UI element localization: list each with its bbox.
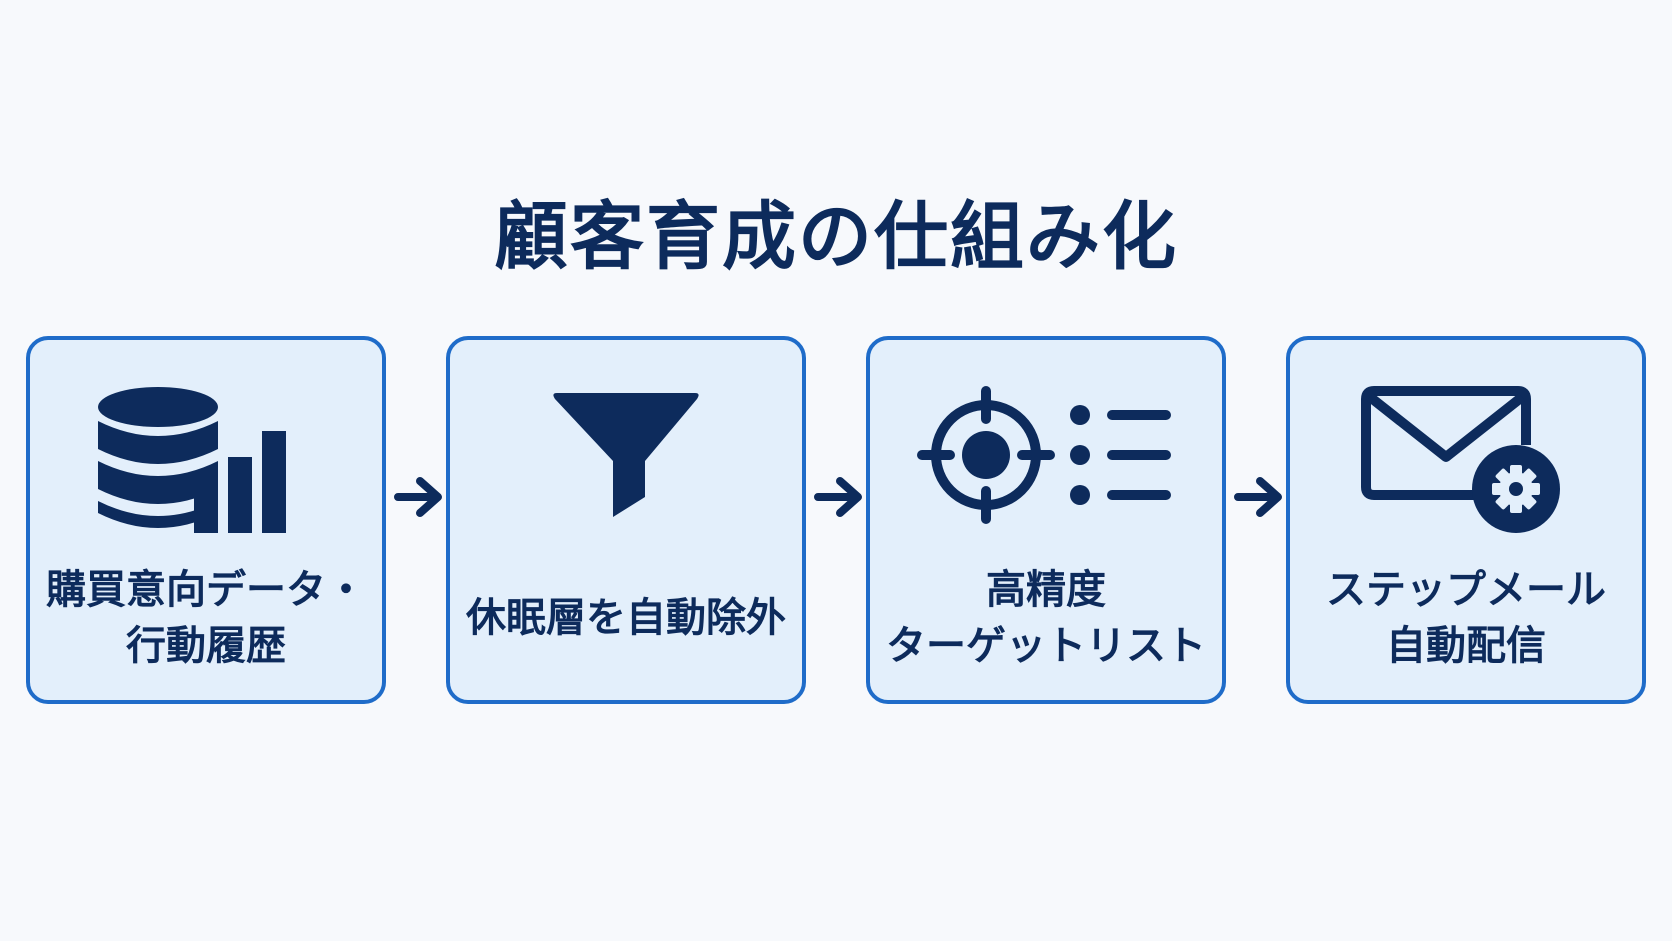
arrow-right-icon [394,477,442,517]
step-label-line: 自動配信 [1386,623,1546,669]
step-label-line: 休眠層を自動除外 [466,595,786,641]
step-label: ステップメール 自動配信 [1290,558,1642,678]
step-label-line: ステップメール [1326,567,1606,613]
arrow-right-icon [814,477,862,517]
step-label-line: 高精度 [986,567,1106,613]
step-card-target-list: 高精度 ターゲットリスト [866,336,1226,704]
database-chart-icon [30,385,382,535]
funnel-icon [450,385,802,535]
step-label-line: ターゲットリスト [886,623,1206,669]
step-card-step-mail: ステップメール 自動配信 [1286,336,1646,704]
step-label: 休眠層を自動除外 [450,558,802,678]
diagram-title: 顧客育成の仕組み化 [494,194,1178,280]
step-card-exclude-dormant: 休眠層を自動除外 [446,336,806,704]
step-label: 高精度 ターゲットリスト [870,558,1222,678]
mail-gear-icon [1290,385,1642,535]
step-card-purchase-data: 購買意向データ・ 行動履歴 [26,336,386,704]
step-label-line: 行動履歴 [126,623,286,669]
arrow-right-icon [1234,477,1282,517]
target-list-icon [870,385,1222,535]
step-label: 購買意向データ・ 行動履歴 [30,558,382,678]
step-label-line: 購買意向データ・ [46,567,366,613]
